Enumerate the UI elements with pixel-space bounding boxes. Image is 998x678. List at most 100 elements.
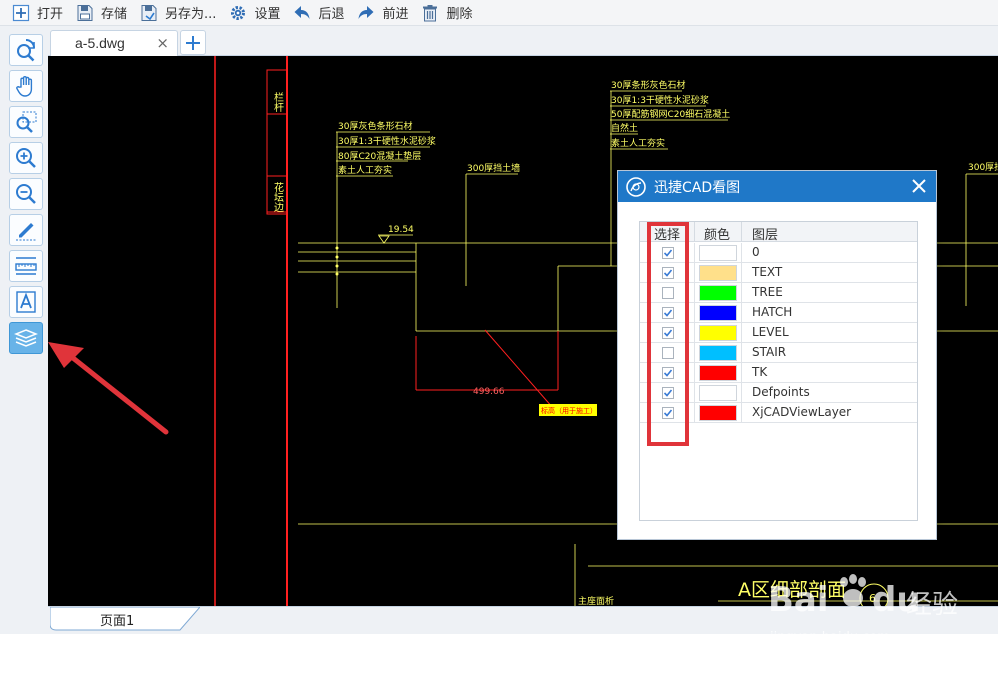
- layer-name: XjCADViewLayer: [752, 405, 852, 419]
- save-button[interactable]: 存储: [76, 2, 127, 24]
- title-block-cell: [266, 113, 288, 215]
- vertical-label: 栏杆: [272, 91, 284, 113]
- dialog-title: 迅捷CAD看图: [654, 180, 741, 196]
- layer-visibility-checkbox[interactable]: [662, 247, 674, 259]
- layer-visibility-checkbox[interactable]: [662, 367, 674, 379]
- layer-visibility-checkbox[interactable]: [662, 347, 674, 359]
- note-line: 30厚灰色条形石材: [338, 120, 412, 132]
- tag-background: [539, 404, 597, 416]
- zoom-in-tool[interactable]: [9, 142, 43, 174]
- plus-icon: [12, 4, 30, 22]
- layer-visibility-checkbox[interactable]: [662, 307, 674, 319]
- layer-row[interactable]: XjCADViewLayer: [640, 403, 917, 423]
- layer-visibility-checkbox[interactable]: [662, 407, 674, 419]
- save-as-label: 另存为...: [165, 7, 217, 22]
- tab-a5-dwg[interactable]: a-5.dwg ×: [50, 30, 178, 57]
- note-line: 自然土: [611, 122, 638, 134]
- layer-row[interactable]: TREE: [640, 283, 917, 303]
- add-tab-button[interactable]: [180, 30, 206, 55]
- layer-color-swatch[interactable]: [699, 405, 737, 421]
- main-toolbar: 打开 存储 另存为... 设置 后退: [0, 0, 998, 26]
- material-note-left: 30厚灰色条形石材 30厚1:3干硬性水泥砂浆 80厚C20混凝土垫层 素土人工…: [338, 120, 436, 176]
- forward-button[interactable]: 前进: [357, 2, 408, 24]
- layer-row[interactable]: Defpoints: [640, 383, 917, 403]
- layer-visibility-checkbox[interactable]: [662, 267, 674, 279]
- gear-icon: [229, 4, 247, 22]
- zoom-window-tool[interactable]: [9, 106, 43, 138]
- note-line: 80厚C20混凝土垫层: [338, 150, 421, 162]
- close-icon[interactable]: ×: [156, 34, 169, 52]
- layer-row[interactable]: LEVEL: [640, 323, 917, 343]
- layer-color-swatch[interactable]: [699, 345, 737, 361]
- layer-visibility-checkbox[interactable]: [662, 287, 674, 299]
- bottom-note: 主座面析: [578, 595, 614, 606]
- layer-row[interactable]: TK: [640, 363, 917, 383]
- dialog-titlebar[interactable]: 迅捷CAD看图: [618, 171, 936, 202]
- layer-row[interactable]: HATCH: [640, 303, 917, 323]
- plus-icon: [186, 35, 200, 50]
- layer-table-header: 选择 颜色 图层: [640, 222, 917, 243]
- material-note-right: 30厚条形灰色石材 30厚1:3干硬性水泥砂浆 50厚配筋钢网C20细石混凝土 …: [611, 79, 730, 149]
- checkmark-icon: [663, 369, 673, 377]
- checkmark-icon: [663, 389, 673, 397]
- zoom-in-icon: [16, 148, 36, 168]
- tab-file-name: a-5.dwg: [75, 35, 125, 51]
- settings-button[interactable]: 设置: [229, 2, 280, 24]
- layer-visibility-checkbox[interactable]: [662, 387, 674, 399]
- measure-tool[interactable]: [9, 250, 43, 282]
- checkmark-icon: [663, 309, 673, 317]
- zoom-window-icon: [16, 111, 37, 133]
- layer-row[interactable]: TEXT: [640, 263, 917, 283]
- pen-icon: [16, 223, 36, 241]
- arrow-right-icon: [357, 4, 375, 22]
- layer-color-swatch[interactable]: [699, 245, 737, 261]
- close-icon[interactable]: [910, 177, 928, 195]
- save-as-button[interactable]: 另存为...: [140, 2, 216, 24]
- layer-color-swatch[interactable]: [699, 285, 737, 301]
- layer-color-swatch[interactable]: [699, 265, 737, 281]
- layer-name: 0: [752, 245, 760, 259]
- layer-row[interactable]: 0: [640, 243, 917, 263]
- arrow-left-icon: [293, 4, 311, 22]
- retaining-wall-label-right: 300厚挡: [968, 161, 998, 173]
- dimension-label: 499.66: [473, 387, 505, 397]
- back-button[interactable]: 后退: [293, 2, 344, 24]
- construction-tag: 标高（用于施工）: [541, 406, 597, 415]
- layer-name: HATCH: [752, 305, 793, 319]
- layer-name: Defpoints: [752, 385, 810, 399]
- trash-icon: [421, 4, 439, 22]
- layer-color-swatch[interactable]: [699, 305, 737, 321]
- markup-tool[interactable]: [9, 214, 43, 246]
- elevation-label: 19.54: [388, 225, 414, 235]
- zoom-out-tool[interactable]: [9, 178, 43, 210]
- tab-page-1[interactable]: 页面1: [50, 607, 200, 631]
- layer-name: TK: [752, 365, 768, 379]
- layer-visibility-checkbox[interactable]: [662, 327, 674, 339]
- delete-button[interactable]: 删除: [421, 2, 473, 24]
- ruler-icon: [15, 257, 37, 275]
- checkmark-icon: [663, 249, 673, 257]
- retaining-wall-label: 300厚挡土墙: [467, 162, 520, 174]
- layer-column-header: 图层: [752, 228, 779, 243]
- layers-tool[interactable]: [9, 322, 43, 354]
- back-label: 后退: [318, 7, 345, 22]
- pan-tool[interactable]: [9, 70, 43, 102]
- save-as-icon: [140, 4, 158, 22]
- text-tool[interactable]: [9, 286, 43, 318]
- open-button[interactable]: 打开: [12, 2, 63, 24]
- hand-icon: [16, 76, 33, 97]
- checkmark-icon: [663, 269, 673, 277]
- layer-color-swatch[interactable]: [699, 365, 737, 381]
- layer-row[interactable]: STAIR: [640, 343, 917, 363]
- note-line: 素土人工夯实: [338, 164, 392, 176]
- vertical-label: 花坛边: [272, 181, 284, 213]
- layer-name: TEXT: [752, 265, 783, 279]
- zoom-out-icon: [16, 184, 36, 204]
- note-line: 30厚条形灰色石材: [611, 79, 685, 91]
- zoom-reset-tool[interactable]: [9, 34, 43, 66]
- layer-color-swatch[interactable]: [699, 385, 737, 401]
- layer-color-swatch[interactable]: [699, 325, 737, 341]
- title-block-cell: [266, 175, 288, 213]
- section-title: A区细部剖面: [738, 579, 846, 601]
